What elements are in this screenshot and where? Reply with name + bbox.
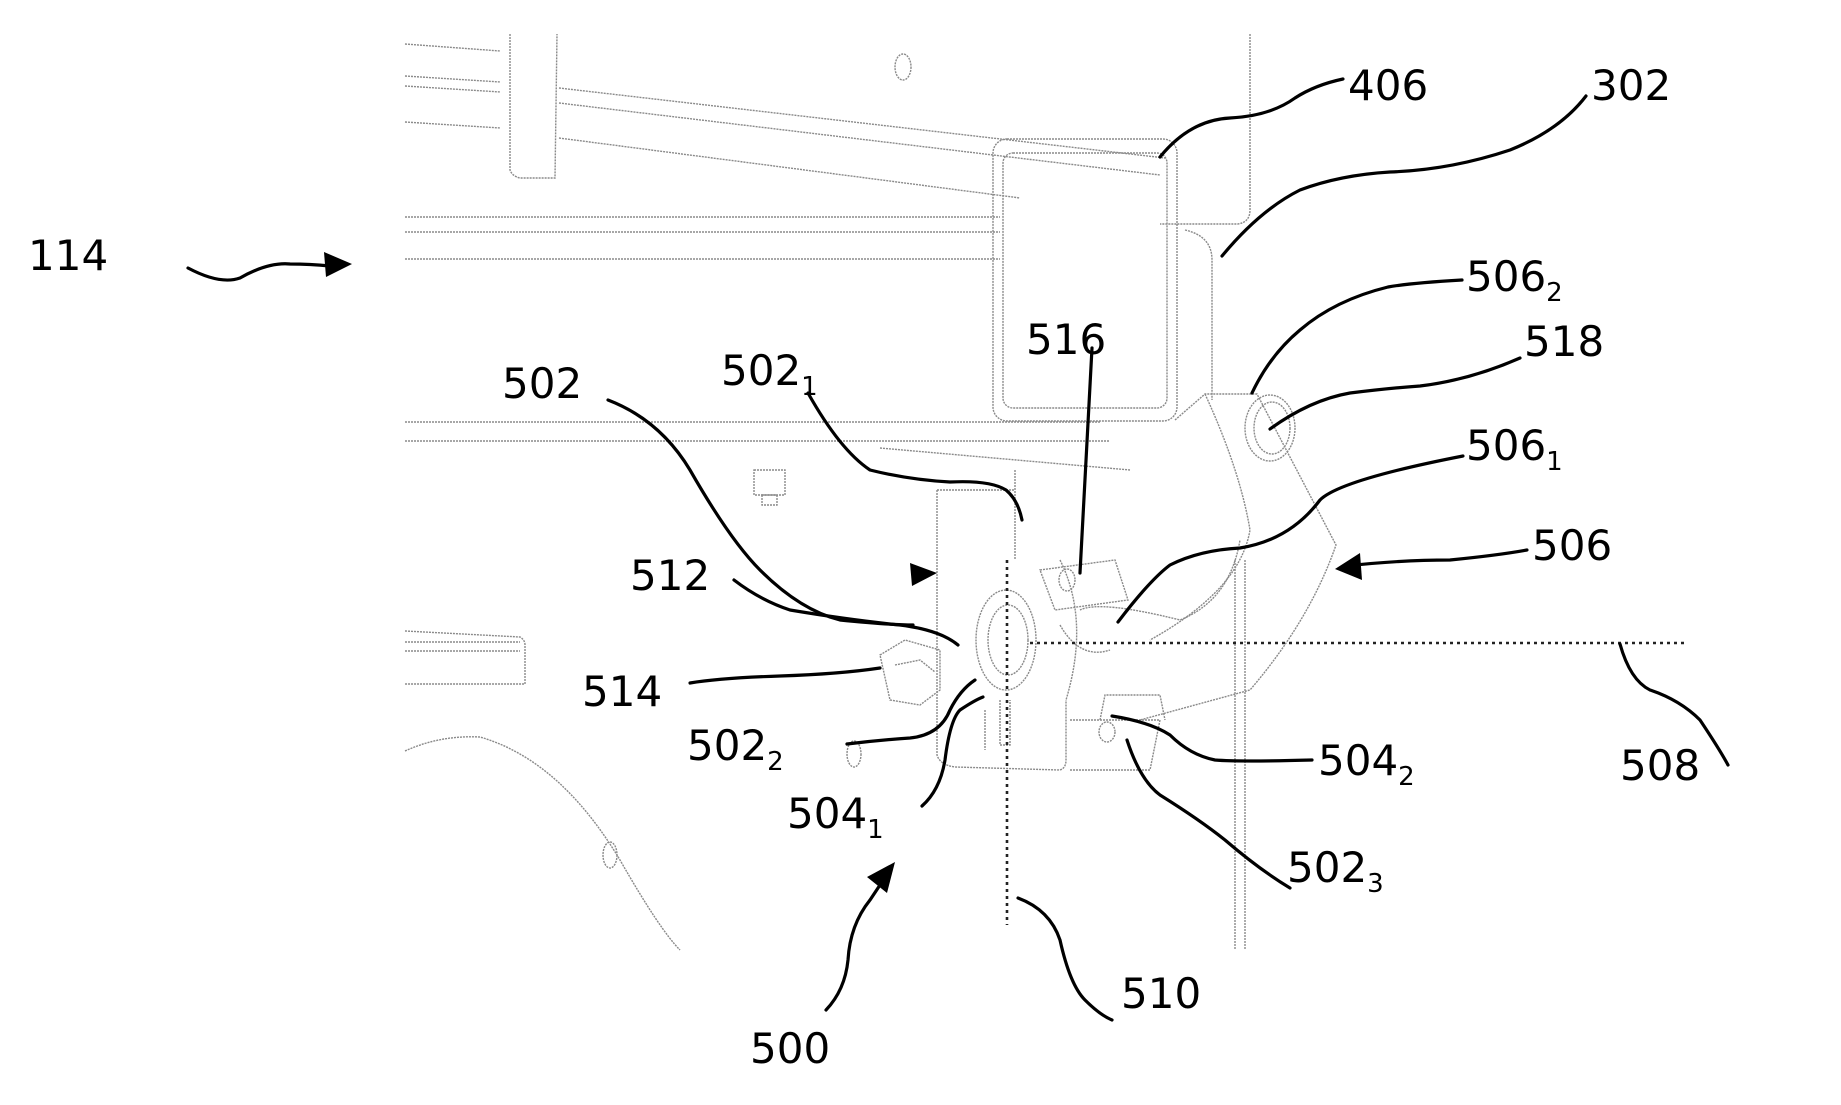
leader-lines: [186, 77, 1730, 1022]
label-516: 516: [1026, 315, 1106, 364]
label-504-2: 5042: [1318, 736, 1415, 792]
label-510: 510: [1121, 969, 1201, 1018]
label-302: 302: [1591, 61, 1671, 110]
label-506: 506: [1532, 521, 1612, 570]
bracket-506: [1059, 393, 1337, 721]
tube-406: [992, 138, 1178, 422]
label-518: 518: [1524, 317, 1604, 366]
label-500: 500: [750, 1024, 830, 1073]
label-502: 502: [502, 359, 582, 408]
label-406: 406: [1348, 61, 1428, 110]
label-502-2: 5022: [687, 721, 784, 777]
reference-labels: 114 406 302 5062 518 516 502 5021 5061 5…: [28, 61, 1700, 1073]
label-508: 508: [1620, 741, 1700, 790]
bracket-502: [879, 470, 1166, 771]
label-506-2: 5062: [1466, 252, 1563, 308]
label-114: 114: [28, 231, 108, 280]
label-502-1: 5021: [721, 346, 818, 402]
label-512: 512: [630, 551, 710, 600]
label-502-3: 5023: [1287, 843, 1384, 899]
label-514: 514: [582, 667, 662, 716]
label-504-1: 5041: [787, 789, 884, 845]
frame-member: [404, 33, 1251, 951]
label-506-1: 5061: [1466, 421, 1563, 477]
